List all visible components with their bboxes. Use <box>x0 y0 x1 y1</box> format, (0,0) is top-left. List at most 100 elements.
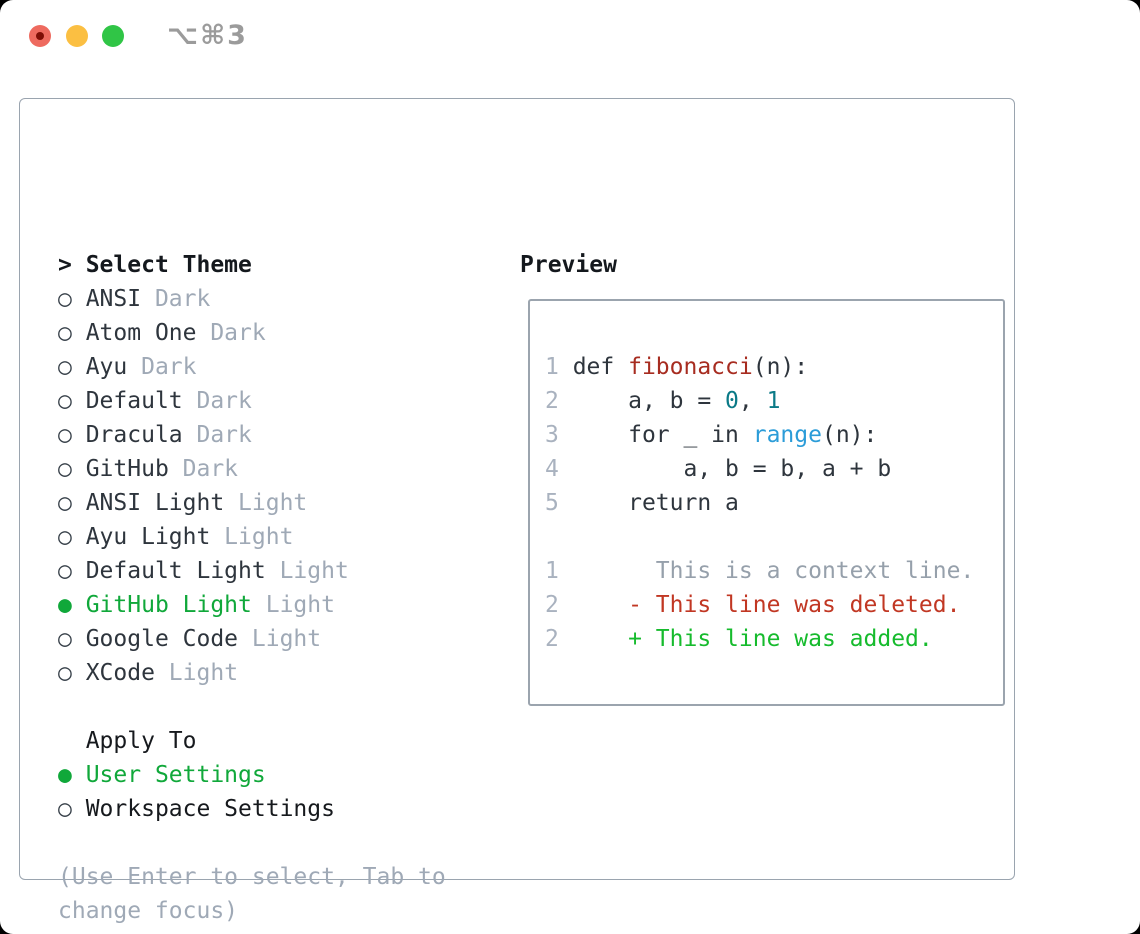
radio-unselected-icon: ○ <box>58 422 86 448</box>
hint-text-line-2: change focus) <box>58 894 446 928</box>
apply-option-label: User Settings <box>85 762 266 788</box>
radio-unselected-icon: ○ <box>58 660 86 686</box>
theme-option-ayu-light[interactable]: ○ Ayu Light Light <box>58 520 446 554</box>
line-number: 2 <box>545 592 573 618</box>
theme-option-default[interactable]: ○ Default Dark <box>58 384 446 418</box>
code-segment: (n): <box>752 354 809 380</box>
apply-to-label: Apply To <box>58 728 197 754</box>
close-button[interactable] <box>29 25 51 47</box>
preview-line: 5 return a <box>545 486 1003 520</box>
window-shortcut-label: ⌥⌘3 <box>167 20 248 51</box>
theme-option-google-code[interactable]: ○ Google Code Light <box>58 622 446 656</box>
radio-selected-icon: ● <box>58 592 86 618</box>
theme-option-default-light[interactable]: ○ Default Light Light <box>58 554 446 588</box>
code-segment: a, b = <box>572 388 726 414</box>
theme-variant-tag: Light <box>224 490 308 516</box>
radio-unselected-icon: ○ <box>58 354 86 380</box>
apply-option-workspace-settings[interactable]: ○ Workspace Settings <box>58 792 446 826</box>
line-number: 3 <box>545 422 573 448</box>
radio-selected-icon: ● <box>58 762 86 788</box>
theme-option-ansi[interactable]: ○ ANSI Dark <box>58 282 446 316</box>
theme-name: GitHub Light <box>85 592 252 618</box>
code-segment: , <box>738 388 767 414</box>
preview-line: 1 This is a context line. <box>545 554 1003 588</box>
select-theme-header-label: Select Theme <box>85 252 252 278</box>
apply-option-label: Workspace Settings <box>85 796 335 822</box>
theme-option-ansi-light[interactable]: ○ ANSI Light Light <box>58 486 446 520</box>
theme-variant-tag: Dark <box>196 320 266 346</box>
theme-variant-tag: Dark <box>182 388 252 414</box>
code-segment: (n): <box>821 422 878 448</box>
spacer-row <box>58 826 446 860</box>
preview-line <box>545 520 1003 554</box>
theme-option-dracula[interactable]: ○ Dracula Dark <box>58 418 446 452</box>
theme-name: ANSI <box>85 286 142 312</box>
minimize-button[interactable] <box>66 25 88 47</box>
theme-variant-tag: Light <box>251 592 335 618</box>
radio-unselected-icon: ○ <box>58 490 86 516</box>
code-segment: 1 <box>766 388 781 414</box>
theme-name: XCode <box>85 660 155 686</box>
radio-unselected-icon: ○ <box>58 456 86 482</box>
preview-line: 3 for _ in range(n): <box>545 418 1003 452</box>
theme-option-github-light[interactable]: ● GitHub Light Light <box>58 588 446 622</box>
theme-variant-tag: Light <box>210 524 294 550</box>
hint-text: (Use Enter to select, Tab to <box>58 864 446 890</box>
title-bar: ⌥⌘3 <box>0 0 1140 72</box>
theme-name: Ayu Light <box>85 524 211 550</box>
theme-name: Google Code <box>85 626 239 652</box>
code-segment: 0 <box>725 388 739 414</box>
hint-text: change focus) <box>58 898 239 924</box>
radio-unselected-icon: ○ <box>58 388 86 414</box>
apply-to-header: Apply To <box>58 724 446 758</box>
line-number: 1 <box>545 558 573 584</box>
preview-line: 1 def fibonacci(n): <box>545 350 1003 384</box>
preview-header: Preview <box>520 252 617 278</box>
code-segment: def <box>572 354 629 380</box>
theme-option-atom-one[interactable]: ○ Atom One Dark <box>58 316 446 350</box>
line-number: 1 <box>545 354 573 380</box>
zoom-button[interactable] <box>102 25 124 47</box>
theme-name: Default Light <box>85 558 266 584</box>
preview-line: 4 a, b = b, a + b <box>545 452 1003 486</box>
code-segment: + This line was added. <box>572 626 933 652</box>
theme-variant-tag: Dark <box>182 422 252 448</box>
theme-variant-tag: Dark <box>127 354 197 380</box>
code-segment: This is a context line. <box>572 558 975 584</box>
radio-unselected-icon: ○ <box>58 320 86 346</box>
theme-variant-tag: Dark <box>141 286 211 312</box>
select-theme-header: > Select Theme <box>58 248 446 282</box>
line-number: 4 <box>545 456 573 482</box>
preview-line: 2 a, b = 0, 1 <box>545 384 1003 418</box>
close-button-dot-icon <box>36 32 44 40</box>
line-number: 2 <box>545 388 573 414</box>
code-segment: for _ in <box>572 422 753 448</box>
theme-option-ayu[interactable]: ○ Ayu Dark <box>58 350 446 384</box>
radio-unselected-icon: ○ <box>58 796 86 822</box>
theme-name: GitHub <box>85 456 169 482</box>
code-segment: fibonacci <box>628 354 753 380</box>
theme-option-xcode[interactable]: ○ XCode Light <box>58 656 446 690</box>
theme-name: Ayu <box>85 354 128 380</box>
spacer-row <box>58 690 446 724</box>
line-number: 5 <box>545 490 573 516</box>
theme-variant-tag: Light <box>238 626 322 652</box>
line-number: 2 <box>545 626 573 652</box>
code-segment: range <box>752 422 822 448</box>
code-segment: return a <box>572 490 739 516</box>
theme-picker-panel: > Select Theme○ ANSI Dark○ Atom One Dark… <box>19 98 1015 924</box>
theme-variant-tag: Light <box>154 660 239 686</box>
theme-option-github[interactable]: ○ GitHub Dark <box>58 452 446 486</box>
theme-name: ANSI Light <box>85 490 225 516</box>
radio-unselected-icon: ○ <box>58 286 86 312</box>
apply-option-user-settings[interactable]: ● User Settings <box>58 758 446 792</box>
preview-line: 2 + This line was added. <box>545 622 1003 656</box>
theme-variant-tag: Dark <box>168 456 239 482</box>
radio-unselected-icon: ○ <box>58 626 86 652</box>
radio-unselected-icon: ○ <box>58 558 86 584</box>
radio-unselected-icon: ○ <box>58 524 86 550</box>
code-segment: a, b = b, a + b <box>572 456 892 482</box>
